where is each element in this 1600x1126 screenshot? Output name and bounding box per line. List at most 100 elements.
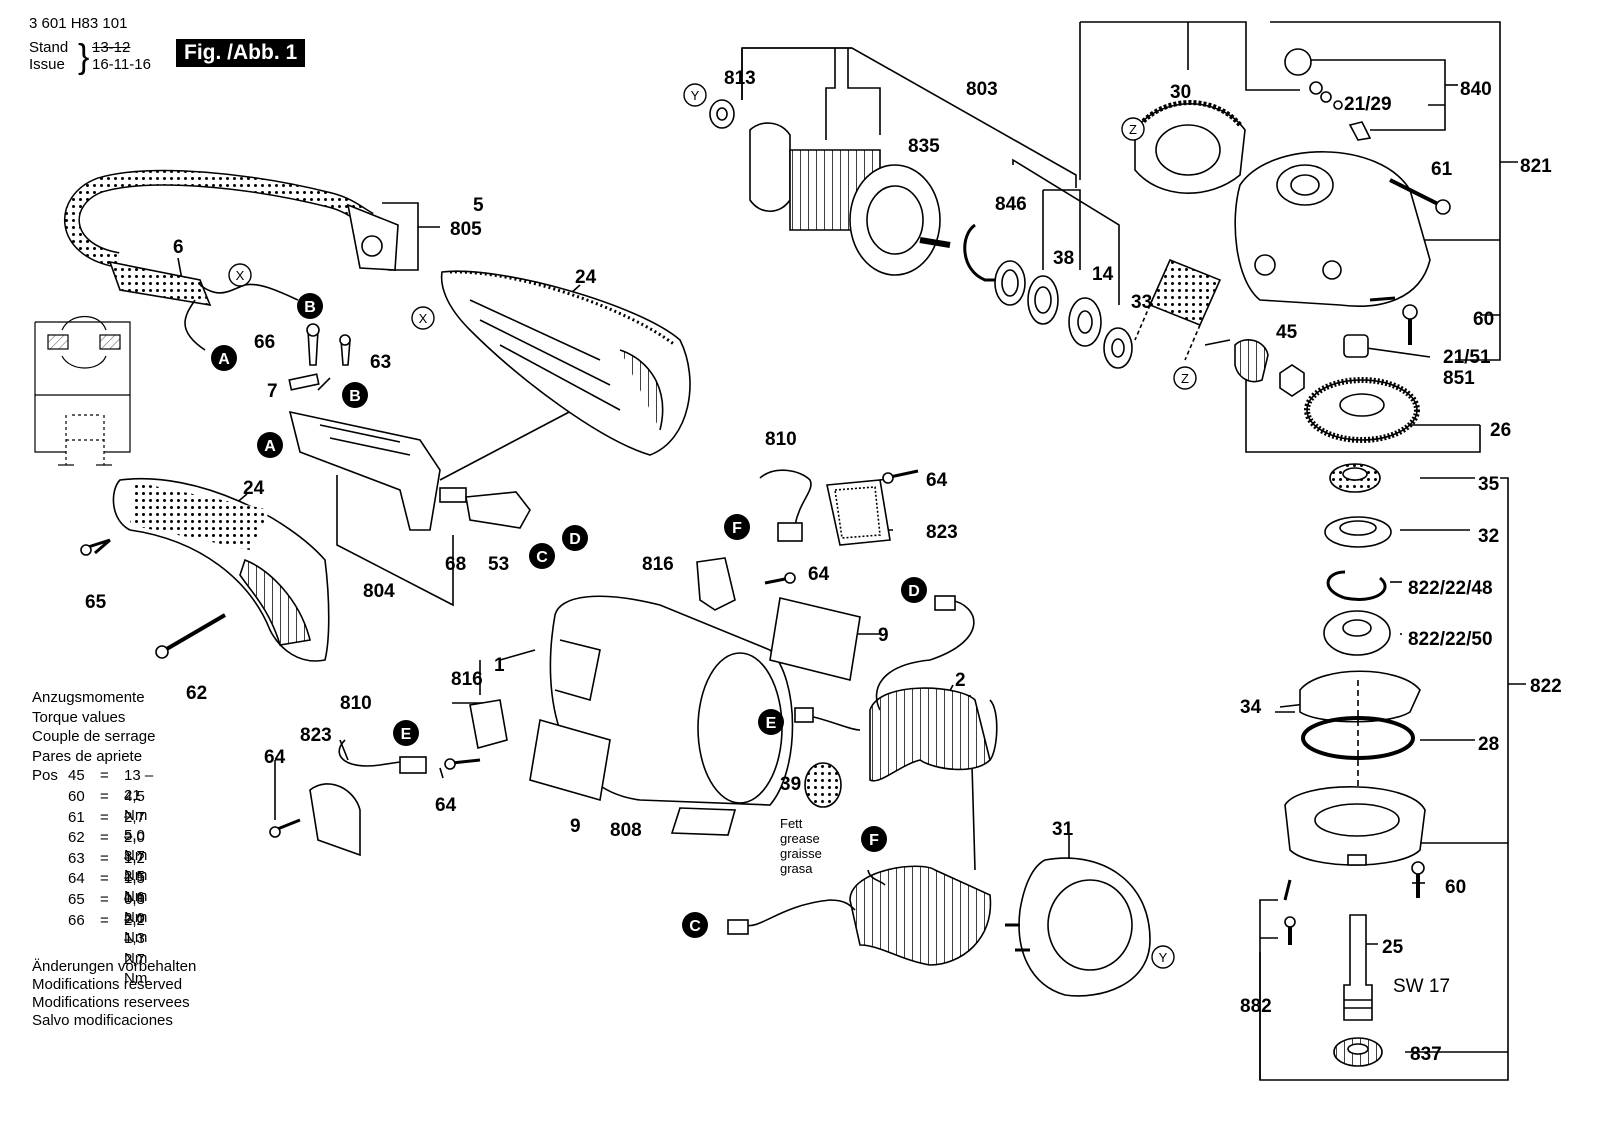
label-810-upper: 810 [765, 429, 797, 450]
torque-value: 4,5 – 5,0 Nm [124, 787, 148, 864]
torque-pos: 62 [68, 829, 85, 847]
mains-plug [346, 203, 399, 271]
label-31: 31 [1052, 819, 1074, 840]
label-2: 2 [955, 670, 966, 691]
callout-a-1-label: A [218, 351, 230, 368]
grease-part-39 [804, 762, 842, 808]
callout-d-2 [901, 577, 927, 603]
grease-note: Fett grease graisse grasa [780, 816, 822, 876]
torque-pos-label: Pos [32, 767, 58, 785]
end-shield-31 [1018, 857, 1151, 997]
torque-heading-es: Pares de apriete [32, 747, 143, 765]
circlip-8222248 [1326, 570, 1387, 601]
bearing-flange [1284, 786, 1426, 866]
label-846: 846 [995, 194, 1027, 215]
callout-group: B A B A D C F D E E F C [211, 83, 1197, 969]
circlip-846 [963, 223, 1000, 282]
fan [849, 164, 941, 276]
torque-pos: 61 [68, 808, 85, 826]
label-64-d: 64 [435, 795, 457, 816]
torque-value: 1,5 – 2,0 Nm [124, 870, 148, 947]
bearing-813 [709, 99, 735, 129]
label-813: 813 [724, 68, 756, 89]
grease-note-en: grease [780, 831, 820, 846]
label-63: 63 [370, 352, 391, 373]
ring-33 [1103, 327, 1133, 369]
grease-note-es: grasa [780, 861, 813, 876]
issue-value: 16-11-16 [92, 56, 151, 73]
callout-d-1-label: D [569, 531, 581, 548]
torque-eq: = [100, 787, 109, 805]
label-2129: 21/29 [1344, 94, 1392, 115]
label-804: 804 [363, 581, 395, 602]
callout-x-2-label: X [419, 311, 428, 326]
callout-x-2 [411, 306, 435, 330]
label-62: 62 [186, 683, 207, 704]
callout-y-1-label: Y [691, 88, 700, 103]
field-coil-upper [869, 687, 991, 782]
callout-b-1-label: B [304, 299, 316, 316]
torque-pos: 65 [68, 890, 85, 908]
brush-holder-816a [696, 557, 736, 611]
guard-ring-34 [1299, 670, 1421, 723]
sleeve-2151 [1343, 334, 1369, 358]
cover-823b [309, 783, 361, 857]
modifications-de: Änderungen vorbehalten [32, 958, 197, 975]
ring-38 [994, 260, 1026, 306]
nut-45 [1279, 364, 1305, 397]
label-14: 14 [1092, 264, 1114, 285]
label-28: 28 [1478, 734, 1499, 755]
label-7: 7 [267, 381, 278, 402]
label-816-upper: 816 [642, 554, 674, 575]
label-35: 35 [1478, 474, 1500, 495]
switch-assembly [288, 410, 441, 531]
label-9-upper: 9 [878, 625, 889, 646]
callout-a-1 [211, 345, 237, 371]
torque-row: 64=1,5 – 2,0 Nm [32, 869, 155, 946]
label-64-c: 64 [264, 747, 286, 768]
label-9-lower: 9 [570, 816, 581, 837]
label-33: 33 [1131, 292, 1152, 313]
label-851: 851 [1443, 368, 1475, 389]
torque-pos: 63 [68, 849, 85, 867]
label-sw17: SW 17 [1393, 976, 1450, 997]
mains-cable [63, 169, 374, 268]
callout-c-2 [682, 912, 708, 938]
torque-eq: = [100, 911, 109, 929]
label-30: 30 [1170, 82, 1191, 103]
torque-eq: = [100, 849, 109, 867]
torque-pos: 45 [68, 767, 85, 785]
label-823-upper: 823 [926, 522, 958, 543]
label-840: 840 [1460, 79, 1492, 100]
label-39: 39 [780, 774, 801, 795]
label-821: 821 [1520, 156, 1552, 177]
callout-d-2-label: D [908, 583, 920, 600]
o-ring-28 [1301, 716, 1415, 760]
label-837: 837 [1410, 1044, 1442, 1065]
stand-label: Stand [29, 39, 69, 56]
label-810-lower: 810 [340, 693, 372, 714]
modifications-note: Änderungen vorbehalten Modifications res… [32, 958, 196, 1030]
callout-f-2-label: F [869, 832, 879, 849]
callout-e-1-label: E [401, 726, 412, 743]
torque-value: 13 – 21 Nm [124, 767, 154, 824]
torque-value: 2,7 – 3,7 Nm [124, 808, 148, 885]
torque-row: 65=0,8 – 1,3 Nm [32, 890, 155, 967]
label-53: 53 [488, 554, 509, 575]
label-45: 45 [1276, 322, 1298, 343]
label-803: 803 [966, 79, 998, 100]
torque-heading-de: Anzugsmomente [32, 689, 145, 706]
figure-label: Fig. /Abb. 1 [176, 39, 306, 67]
callout-y-1 [683, 83, 707, 107]
modifications-en: Modifications reserved [32, 976, 183, 993]
torque-eq: = [100, 829, 109, 847]
label-822: 822 [1530, 676, 1562, 697]
carbon-brush-a [777, 522, 803, 542]
torque-row: 66=2,2 – 2,7 Nm [32, 911, 155, 988]
label-835: 835 [908, 136, 940, 157]
torque-heading-fr: Couple de serrage [32, 728, 156, 746]
callout-z-2-label: Z [1181, 371, 1189, 386]
callout-c-2-label: C [689, 918, 701, 935]
brush-holder-816b [469, 699, 508, 750]
label-34: 34 [1240, 697, 1262, 718]
